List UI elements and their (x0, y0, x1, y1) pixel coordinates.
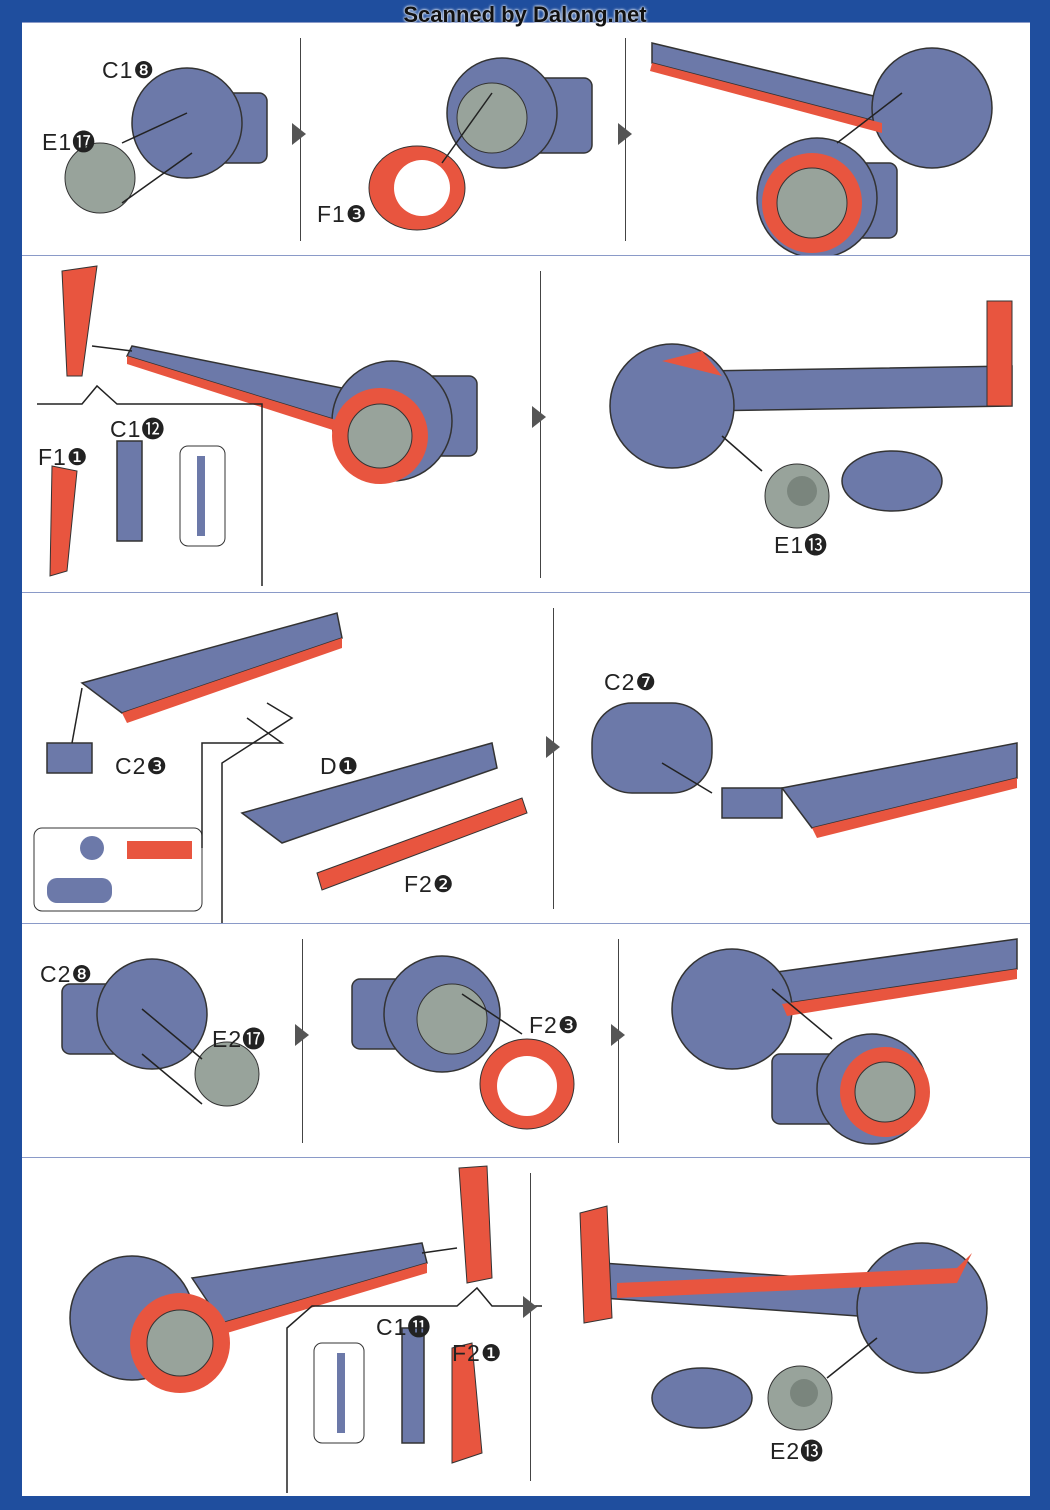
part-label: E2⓭ (770, 1438, 825, 1464)
part-label: D❶ (320, 753, 360, 779)
step-row-3: C2❸ D❶ F2❷ C2❼ (22, 592, 1030, 924)
part-label: C2❽ (40, 961, 94, 987)
step-divider (553, 608, 554, 909)
wing-assembly-illustration-2 (69, 1165, 988, 1493)
part-label: E1⓱ (42, 129, 97, 155)
part-label: C1❽ (102, 57, 156, 83)
step-row-1: C1❽ E1⓱ F1❸ (22, 22, 1030, 256)
engine-assembly-illustration-2 (61, 938, 1018, 1145)
next-step-arrow-icon (523, 1296, 537, 1318)
part-label: F2❷ (404, 871, 455, 897)
step-divider (530, 1173, 531, 1481)
next-step-arrow-icon (618, 123, 632, 145)
step-row-5: C1⓫ F2❶ E2⓭ (22, 1157, 1030, 1496)
part-label: E1⓭ (774, 532, 829, 558)
next-step-arrow-icon (546, 736, 560, 758)
part-label: F2❸ (529, 1012, 580, 1038)
part-label: F1❸ (317, 201, 368, 227)
part-label: F2❶ (452, 1340, 503, 1366)
step-row-4: C2❽ E2⓱ F2❸ (22, 923, 1030, 1158)
wing-flap-assembly-illustration (33, 612, 1018, 923)
part-label: C2❸ (115, 753, 169, 779)
scan-watermark: Scanned by Dalong.net (403, 2, 647, 27)
next-step-arrow-icon (292, 123, 306, 145)
step-row-2: C1⓬ F1❶ E1⓭ (22, 255, 1030, 593)
next-step-arrow-icon (295, 1024, 309, 1046)
part-label: E2⓱ (212, 1026, 267, 1052)
part-label: C2❼ (604, 669, 658, 695)
part-label: C1⓬ (110, 416, 166, 442)
part-label: F1❶ (38, 444, 89, 470)
next-step-arrow-icon (532, 406, 546, 428)
engine-assembly-illustration (64, 42, 993, 256)
part-label: C1⓫ (376, 1314, 432, 1340)
next-step-arrow-icon (611, 1024, 625, 1046)
wing-assembly-illustration (37, 265, 1013, 586)
